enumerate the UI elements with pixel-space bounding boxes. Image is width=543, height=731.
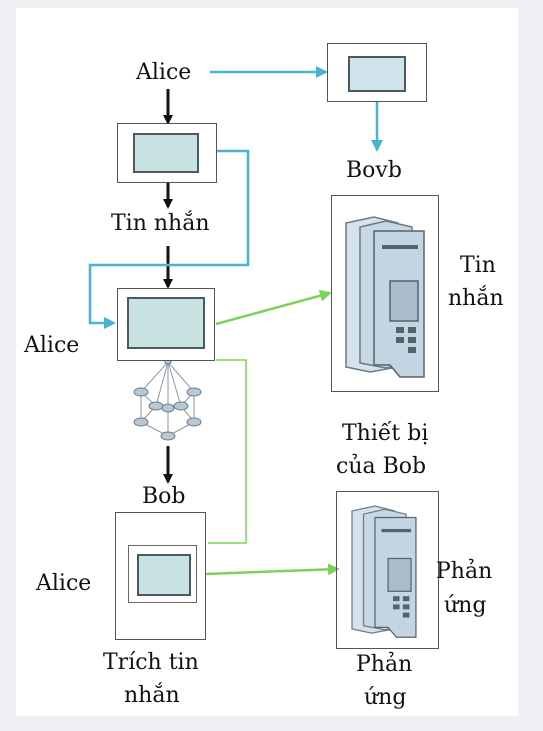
label-tin-nhan-right-2: nhắn [448,286,504,311]
phone-device-icon [351,505,417,638]
label-alice-mid: Alice [24,333,80,358]
alice-monitor-box [117,288,215,361]
tablet-box [327,43,427,102]
label-alice-bottom: Alice [36,571,92,596]
label-bovb: Bovb [346,158,402,183]
arrow-alice-to-device [215,289,332,326]
diagram-arrows [88,66,425,638]
label-tin-nhan-left: Tin nhắn [111,211,210,236]
extract-inner-box [128,545,197,603]
label-thiet-bi-1: Thiết bị [342,421,429,446]
monitor-icon [137,554,191,596]
label-phan-ung-bottom-2: ứng [364,685,407,710]
label-bob: Bob [142,484,186,509]
label-phan-ung-right-2: ứng [444,593,487,618]
label-phan-ung-bottom-1: Phản [356,652,413,677]
label-alice-top: Alice [136,60,192,85]
monitor-icon [133,133,199,173]
phone-device-icon [345,216,425,378]
diagram-canvas: Alice Bovb Tin nhắn Tin nhắn Alice Thiết… [16,8,518,716]
label-trich-2: nhắn [124,683,180,708]
monitor-icon [127,297,205,349]
network-icon [133,359,202,441]
label-phan-ung-right-1: Phản [436,559,493,584]
arrow-extract-to-device [205,563,340,576]
label-trich-1: Trích tin [103,650,199,675]
device-box-bottom [336,491,439,649]
arrow-loop-blue [88,149,250,329]
message-monitor-box [117,123,217,183]
label-thiet-bi-2: của Bob [336,454,427,479]
device-box-top [331,195,439,392]
tablet-icon [348,56,406,92]
line-green-loop [208,359,247,544]
label-tin-nhan-right-1: Tin [460,253,496,278]
extract-box [115,512,206,640]
